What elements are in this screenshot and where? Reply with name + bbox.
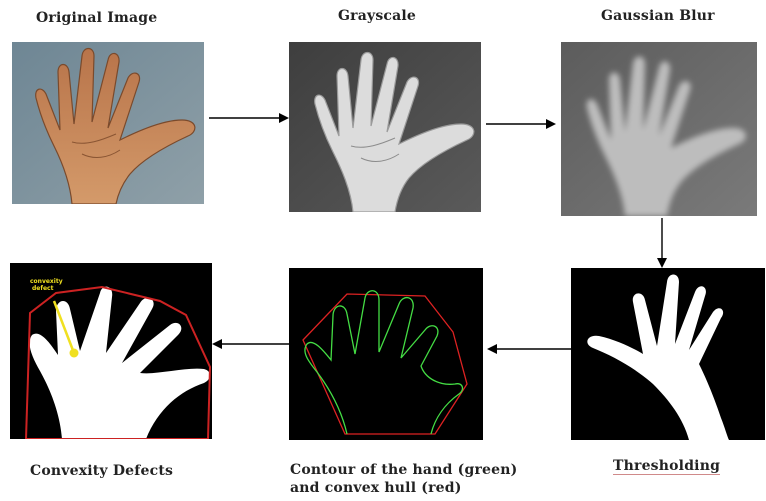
arrow-grayscale-to-blur (486, 116, 556, 135)
panel-contour-hull (289, 268, 483, 440)
label-gaussian-blur: Gaussian Blur (601, 8, 715, 24)
panel-grayscale (289, 42, 481, 212)
panel-thresholding (571, 268, 765, 440)
arrow-original-to-grayscale (209, 110, 289, 129)
label-thresholding: Thresholding (613, 458, 720, 475)
arrow-threshold-to-contour (487, 341, 571, 360)
defect-annotation-line1: convexity (30, 278, 63, 285)
arrow-blur-to-threshold (655, 218, 669, 272)
arrow-contour-to-defects (212, 336, 290, 355)
defect-point-marker (70, 349, 79, 358)
panel-convexity-defects: convexity defect (10, 263, 212, 439)
panel-original-image (12, 42, 204, 204)
label-original-image: Original Image (36, 10, 157, 26)
label-grayscale: Grayscale (338, 8, 416, 24)
defect-annotation-line2: defect (32, 285, 54, 292)
label-contour-line1: Contour of the hand (green) (290, 462, 517, 478)
label-contour-line2: and convex hull (red) (290, 480, 462, 496)
label-convexity-defects: Convexity Defects (30, 463, 173, 479)
panel-gaussian-blur (561, 42, 757, 216)
